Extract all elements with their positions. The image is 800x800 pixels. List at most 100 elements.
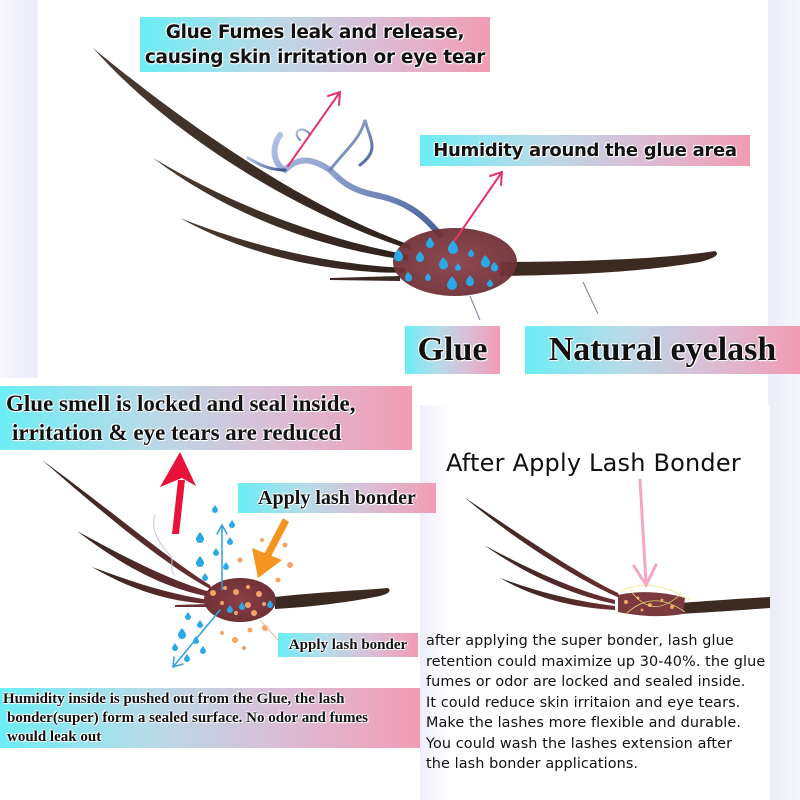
arrow-icon <box>252 518 289 578</box>
bonder-application-diagram <box>42 452 390 669</box>
description-line: It could reduce skin irritaion and eye t… <box>426 694 741 711</box>
extension-lash-base <box>330 276 400 281</box>
water-drop-icon <box>197 620 203 628</box>
water-drop-icon <box>227 605 233 613</box>
bonder-dot-icon <box>223 586 227 590</box>
water-drop-icon <box>448 240 458 254</box>
bonder-dot-icon <box>262 602 266 606</box>
extension-lash-mid <box>153 158 408 260</box>
bonder-dot-icon <box>242 646 246 650</box>
arrow-icon <box>454 170 504 241</box>
bonder-dot-icon <box>287 562 293 568</box>
bonder-dot-icon <box>232 637 238 643</box>
label-apply-bonder-bottom: Apply lash bonder <box>278 633 418 657</box>
eyelash-pointer-line <box>582 281 599 315</box>
water-drop-icon <box>239 602 245 610</box>
label-pushed-line-2: bonder(super) form a sealed surface. No … <box>7 710 368 726</box>
water-drop-icon <box>212 505 218 513</box>
water-drop-icon <box>178 628 186 639</box>
bonder-dot-icon <box>660 598 664 602</box>
extension-lash-short <box>92 567 210 604</box>
water-drop-icon <box>455 263 461 271</box>
arrow-icon <box>160 452 196 534</box>
water-drop-icon <box>223 562 229 570</box>
bonder-dot-icon <box>640 608 644 612</box>
bonder-dot-icon <box>220 631 224 635</box>
arrow-icon <box>632 478 658 589</box>
water-drop-icon <box>447 276 457 290</box>
water-drop-icon <box>202 573 208 581</box>
extension-lash-mid <box>77 531 210 597</box>
natural-lash <box>275 588 390 609</box>
arrow-icon <box>172 609 221 669</box>
label-humidity: Humidity around the glue area <box>420 135 750 166</box>
water-drops <box>172 505 273 662</box>
description-line: after applying the super bonder, lash gl… <box>426 633 734 649</box>
water-drop-icon <box>426 237 434 248</box>
label-glue-smell-sealed: Glue smell is locked and seal inside, ir… <box>0 386 412 450</box>
water-drop-icon <box>394 249 403 262</box>
heading-after-apply-bonder: After Apply Lash Bonder <box>446 449 741 477</box>
after-bonder-description: after applying the super bonder, lash gl… <box>426 631 800 775</box>
natural-lash <box>500 251 718 276</box>
glue-pointer-line <box>469 295 481 321</box>
glue-blob <box>393 228 517 296</box>
water-drop-icon <box>425 273 431 281</box>
bonder-dot-icon <box>624 600 628 604</box>
water-drop-icon <box>229 520 235 528</box>
smoke-icon <box>246 119 443 238</box>
bonder-dot-icon <box>251 610 257 616</box>
water-drop-icon <box>481 255 490 268</box>
water-drops <box>394 237 498 290</box>
label-pushed-line-3: would leak out <box>7 729 102 745</box>
arrow-icon <box>216 523 228 591</box>
extension-lash-short <box>180 218 405 273</box>
water-drop-icon <box>267 600 273 608</box>
natural-lash <box>680 597 770 614</box>
bonder-dot-icon <box>246 585 250 589</box>
label-apply-bonder-top: Apply lash bonder <box>238 483 436 513</box>
description-line: the lash bonder applications. <box>426 756 639 772</box>
bonder-dot-icon <box>260 538 264 542</box>
extension-lash-mid <box>484 545 615 604</box>
description-line: retention could maximize up 30-40%. the … <box>426 653 766 670</box>
bonder-dot-icon <box>275 577 281 583</box>
extension-lash-long <box>93 48 412 250</box>
extension-lash-long <box>42 460 212 590</box>
description-line: You could wash the lashes extension afte… <box>426 735 733 752</box>
water-drop-icon <box>405 272 412 282</box>
label-humidity-pushed-out: Humidity inside is pushed out from the G… <box>0 688 420 748</box>
water-drop-icon <box>200 646 206 654</box>
extension-lash-base <box>175 604 210 607</box>
right-margin-strip <box>768 0 800 800</box>
extension-lash-long <box>464 497 620 598</box>
water-drop-icon <box>196 532 204 543</box>
water-drop-icon <box>439 257 448 270</box>
label-sealed-line-1: Glue smell is locked and seal inside, <box>6 391 356 416</box>
label-glue-fumes: Glue Fumes leak and release, causing ski… <box>140 17 490 72</box>
label-sealed-line-2: irritation & eye tears are reduced <box>12 420 342 445</box>
water-drop-icon <box>213 548 219 556</box>
after-bonder-diagram <box>464 478 770 617</box>
bonder-dot-icon <box>220 601 224 605</box>
water-drop-icon <box>185 612 191 620</box>
bonder-dot-icon <box>256 591 262 597</box>
arrow-icon <box>287 90 342 167</box>
bonder-dot-icon <box>245 602 251 608</box>
smoke-icon <box>153 514 176 576</box>
bonder-dot-icon <box>233 589 239 595</box>
water-drop-icon <box>466 275 474 286</box>
description-line: fumes or odor are locked and sealed insi… <box>426 674 746 690</box>
bonder-dot-icon <box>670 605 674 609</box>
bonder-dot-icon <box>237 557 243 563</box>
label-glue-fumes-line-2: causing skin irritation or eye tear <box>144 47 486 68</box>
water-drop-icon <box>196 556 204 567</box>
label-glue: Glue <box>405 326 500 374</box>
bonder-dot-icon <box>282 542 288 548</box>
extension-lash-short <box>500 578 615 610</box>
water-drop-icon <box>487 279 493 287</box>
label-glue-fumes-line-1: Glue Fumes leak and release, <box>165 22 465 43</box>
bonder-pointer-line <box>259 619 279 641</box>
label-pushed-line-1: Humidity inside is pushed out from the G… <box>3 691 345 707</box>
